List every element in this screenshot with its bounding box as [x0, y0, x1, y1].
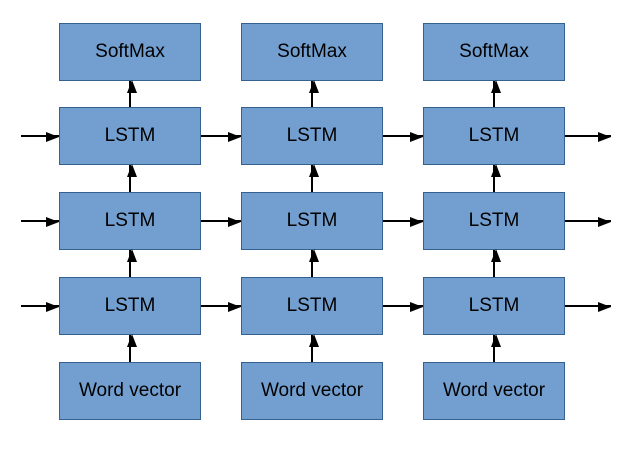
up-arrow-wordvector-to-lstm: [491, 334, 501, 362]
up-arrow-lstm-to-lstm: [127, 164, 137, 192]
right-arrow-input-to-lstm: [21, 302, 59, 312]
lstm-box: LSTM: [59, 107, 201, 165]
lstm-box: LSTM: [423, 192, 565, 250]
up-arrow-lstm-to-lstm: [491, 249, 501, 277]
word-vector-box: Word vector: [59, 362, 201, 420]
lstm-box: LSTM: [59, 277, 201, 335]
lstm-box: LSTM: [423, 277, 565, 335]
lstm-box: LSTM: [59, 192, 201, 250]
up-arrow-wordvector-to-lstm: [309, 334, 319, 362]
up-arrow-lstm-to-softmax: [309, 80, 319, 107]
softmax-box: SoftMax: [423, 23, 565, 81]
right-arrow-lstm-to-lstm: [383, 302, 423, 312]
right-arrow-lstm-to-output: [565, 217, 611, 227]
up-arrow-wordvector-to-lstm: [127, 334, 137, 362]
word-vector-box: Word vector: [423, 362, 565, 420]
up-arrow-lstm-to-lstm: [127, 249, 137, 277]
right-arrow-lstm-to-output: [565, 132, 611, 142]
word-vector-box: Word vector: [241, 362, 383, 420]
up-arrow-lstm-to-softmax: [491, 80, 501, 107]
right-arrow-lstm-to-lstm: [383, 217, 423, 227]
up-arrow-lstm-to-lstm: [309, 249, 319, 277]
softmax-box: SoftMax: [241, 23, 383, 81]
right-arrow-lstm-to-output: [565, 302, 611, 312]
right-arrow-lstm-to-lstm: [201, 217, 241, 227]
right-arrow-input-to-lstm: [21, 217, 59, 227]
up-arrow-lstm-to-lstm: [491, 164, 501, 192]
right-arrow-lstm-to-lstm: [201, 302, 241, 312]
up-arrow-lstm-to-softmax: [127, 80, 137, 107]
lstm-box: LSTM: [423, 107, 565, 165]
lstm-box: LSTM: [241, 277, 383, 335]
right-arrow-input-to-lstm: [21, 132, 59, 142]
right-arrow-lstm-to-lstm: [201, 132, 241, 142]
softmax-box: SoftMax: [59, 23, 201, 81]
lstm-box: LSTM: [241, 192, 383, 250]
right-arrow-lstm-to-lstm: [383, 132, 423, 142]
lstm-box: LSTM: [241, 107, 383, 165]
up-arrow-lstm-to-lstm: [309, 164, 319, 192]
